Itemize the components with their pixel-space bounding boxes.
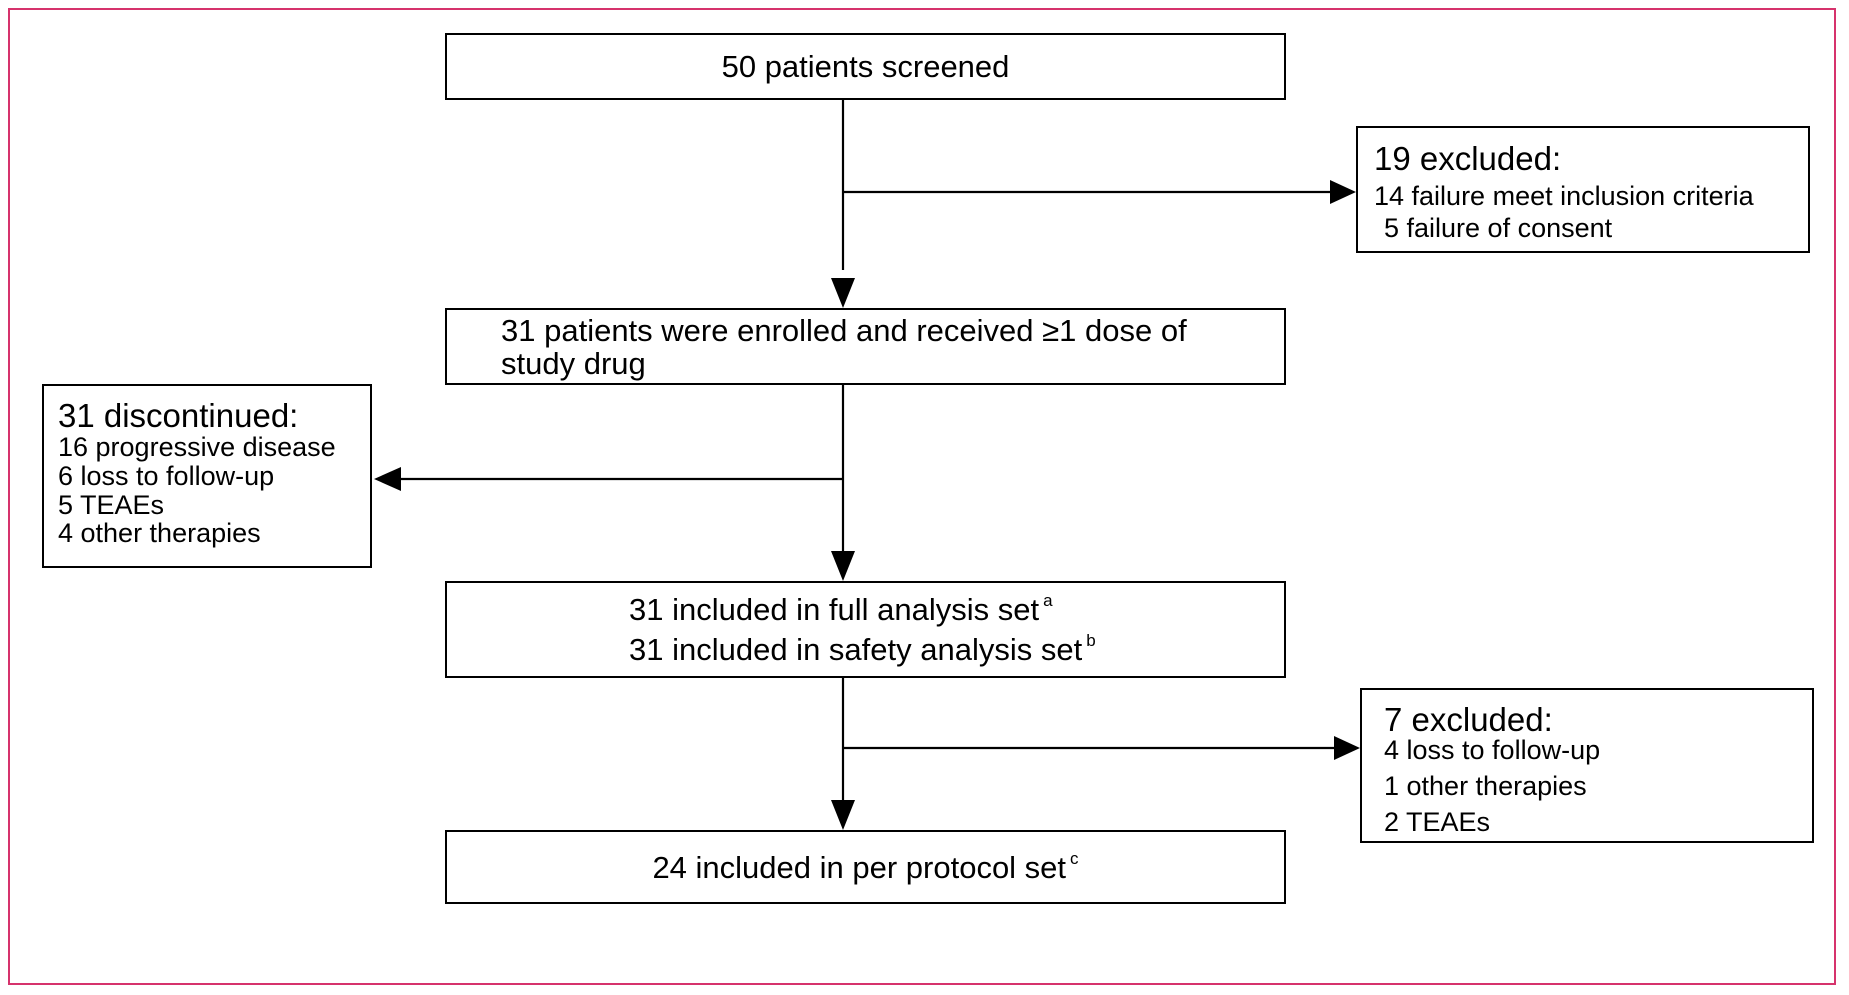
per-protocol-footnote: c	[1070, 849, 1079, 868]
excluded-screening-box: 19 excluded: 14 failure meet inclusion c…	[1356, 126, 1810, 253]
screened-label: 50 patients screened	[721, 49, 1010, 84]
enrolled-label-line1: 31 patients were enrolled and received ≥…	[501, 313, 1187, 348]
discontinued-item: 16 progressive disease	[58, 432, 336, 462]
excluded-analysis-item: 4 loss to follow-up	[1384, 735, 1601, 765]
excluded-screening-item: 5 failure of consent	[1384, 213, 1613, 243]
full-analysis-text: 31 included in full analysis set	[629, 592, 1040, 627]
enrolled-box: 31 patients were enrolled and received ≥…	[445, 308, 1286, 385]
excluded-analysis-box: 7 excluded: 4 loss to follow-up 1 other …	[1360, 688, 1814, 843]
arrowhead-per-protocol	[831, 800, 855, 830]
excluded-analysis-title: 7 excluded:	[1384, 701, 1553, 738]
arrowhead-discontinued	[374, 467, 401, 491]
excluded-screening-item: 14 failure meet inclusion criteria	[1374, 181, 1754, 211]
arrowhead-excluded-analysis	[1334, 736, 1360, 760]
discontinued-box: 31 discontinued: 16 progressive disease …	[42, 384, 372, 568]
discontinued-item: 5 TEAEs	[58, 490, 165, 520]
arrowhead-analysis	[831, 551, 855, 581]
discontinued-item: 4 other therapies	[58, 518, 261, 548]
discontinued-title: 31 discontinued:	[58, 397, 299, 434]
per-protocol-text: 24 included in per protocol set	[652, 850, 1067, 885]
excluded-screening-title: 19 excluded:	[1374, 140, 1562, 177]
discontinued-item: 6 loss to follow-up	[58, 461, 275, 491]
figure-frame	[8, 8, 1836, 985]
enrolled-label-line2: study drug	[501, 346, 646, 381]
arrowhead-excluded-screening	[1330, 180, 1356, 204]
full-analysis-footnote: a	[1043, 591, 1053, 610]
safety-analysis-text: 31 included in safety analysis set	[629, 632, 1083, 667]
arrowhead-enrolled	[831, 278, 855, 308]
excluded-analysis-item: 2 TEAEs	[1384, 807, 1491, 837]
safety-analysis-footnote: b	[1086, 631, 1096, 650]
excluded-analysis-item: 1 other therapies	[1384, 771, 1587, 801]
screened-box: 50 patients screened	[445, 33, 1286, 100]
